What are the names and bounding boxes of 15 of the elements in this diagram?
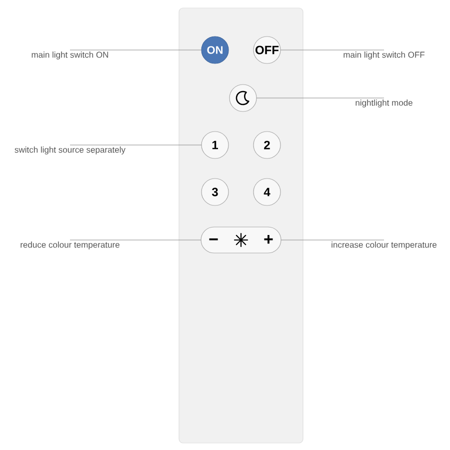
round-button: 3 <box>201 178 229 206</box>
pill-button: − + <box>200 226 282 254</box>
callout-text: increase colour temperature <box>332 242 437 250</box>
callout-text: reduce colour temperature <box>20 242 120 250</box>
round-button: OFF <box>253 36 281 64</box>
round-button: 1 <box>201 131 229 159</box>
round-button <box>229 84 257 112</box>
callout-text: nightlight mode <box>356 100 412 108</box>
round-button: 4 <box>253 178 281 206</box>
callout-text: main light switch ON <box>32 52 108 60</box>
callout-text: switch light source separately <box>14 146 126 154</box>
round-button: ON <box>201 36 229 64</box>
round-button: 2 <box>253 131 281 159</box>
leader-line <box>70 144 202 146</box>
callout-text: main light switch OFF <box>344 52 425 60</box>
